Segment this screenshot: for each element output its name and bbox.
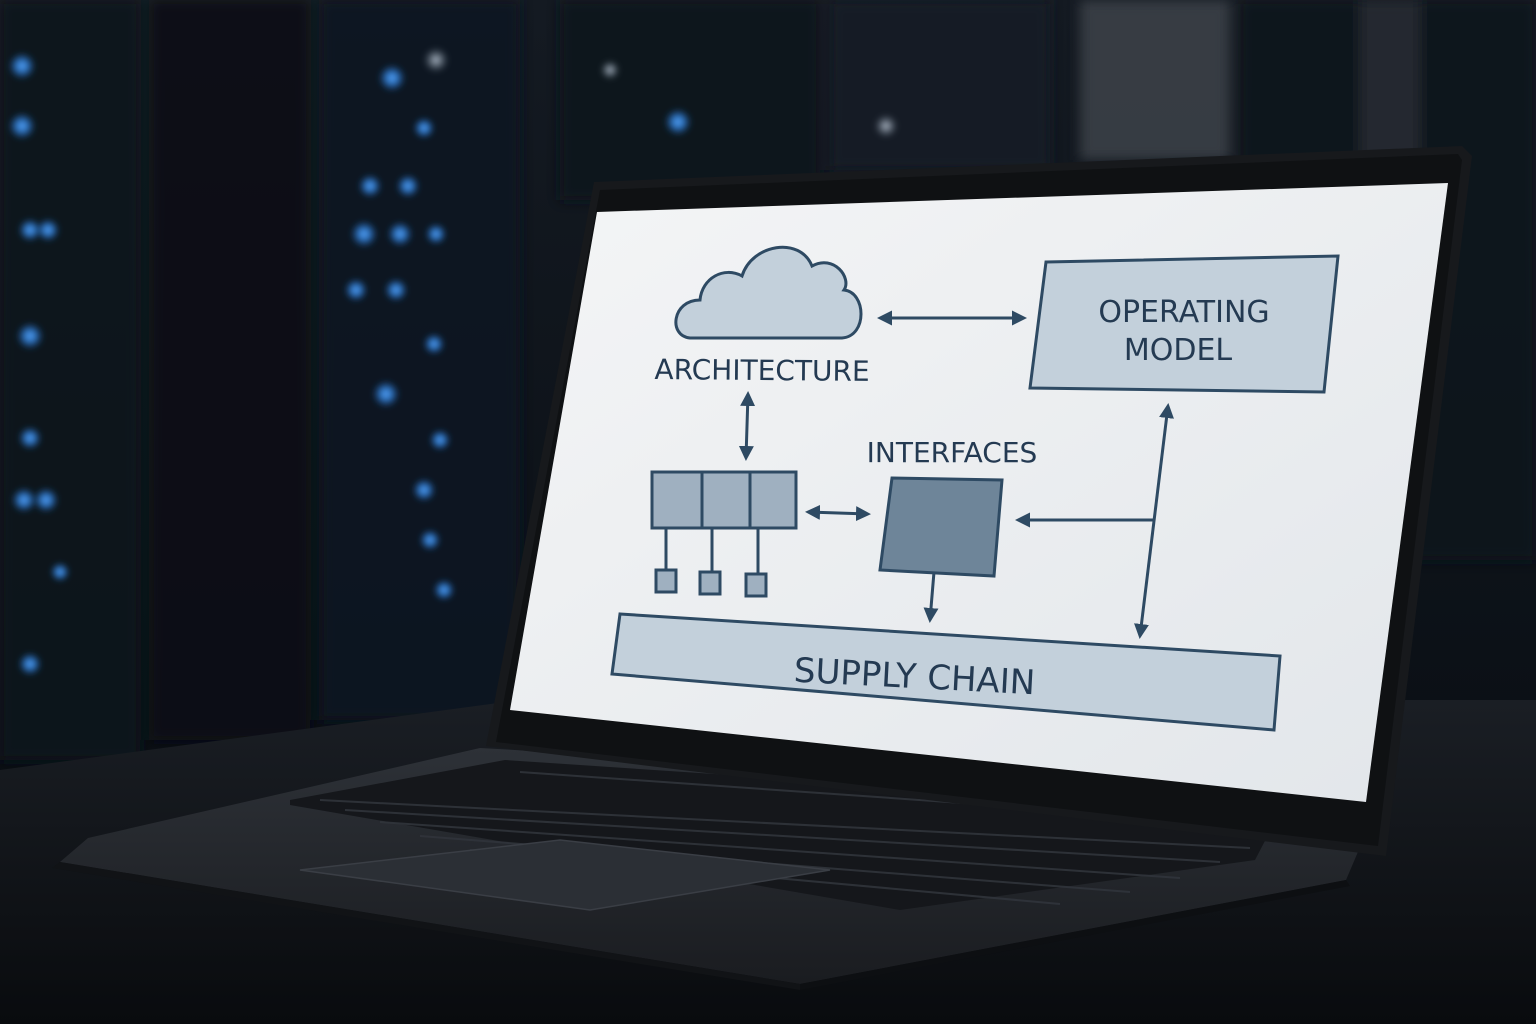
arrow-interfaces-supply-chain — [923, 571, 939, 623]
supply-chain-bar[interactable] — [610, 612, 1282, 732]
interfaces-label: INTERFACES — [867, 436, 1038, 469]
operating-model-label-line2: MODEL — [1124, 333, 1233, 368]
architecture-diagram — [610, 245, 1340, 732]
module-block-icon — [650, 470, 798, 598]
arrow-architecture-modules — [738, 391, 756, 461]
interfaces-box[interactable] — [878, 476, 1004, 578]
arrow-modules-interfaces — [805, 504, 871, 522]
operating-model-box[interactable] — [1028, 254, 1340, 394]
trackpad[interactable] — [299, 839, 831, 911]
server-status-lights — [8, 47, 898, 676]
architecture-label: ARCHITECTURE — [654, 353, 869, 388]
operating-model-label-line1: OPERATING — [1098, 295, 1269, 330]
laptop-screen: ARCHITECTURE OPERATING MODEL INTERFACES … — [510, 183, 1448, 802]
cloud-icon — [674, 245, 863, 340]
